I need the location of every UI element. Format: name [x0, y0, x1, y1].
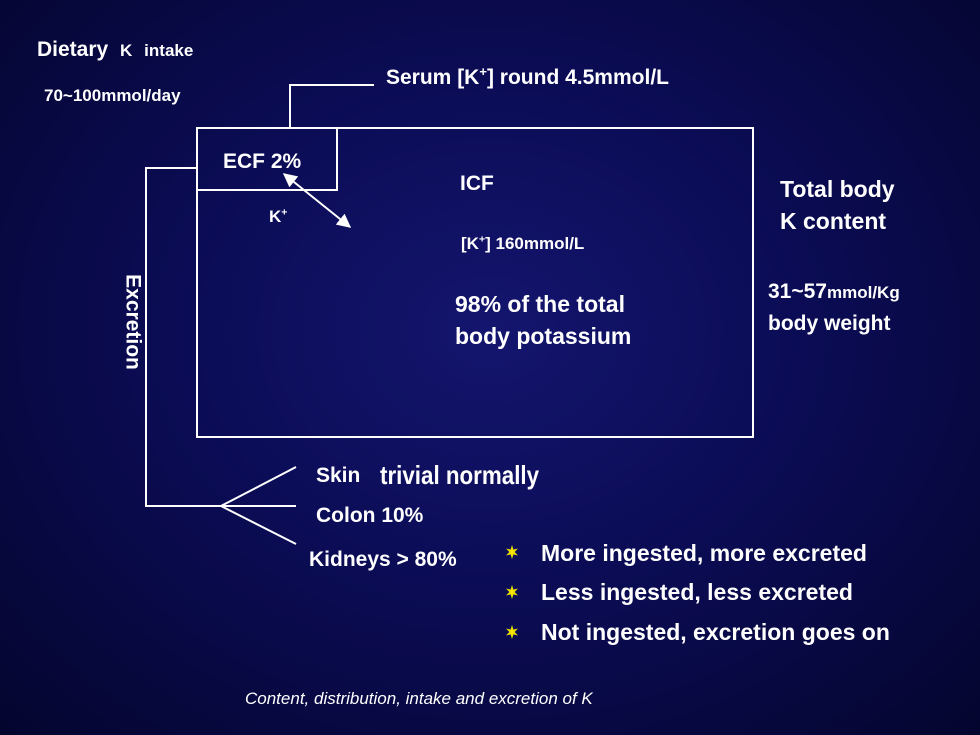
- total-amount-line2: body weight: [768, 312, 891, 335]
- serum-prefix: Serum [K: [386, 66, 480, 89]
- route-skin-note: trivial normally: [380, 460, 540, 490]
- total-amount: 31~57mmol/Kg: [768, 281, 900, 302]
- exchange-label: K+: [269, 206, 288, 226]
- icf-share-line1: 98% of the total: [455, 291, 625, 317]
- dietary-title: Dietary K intake: [37, 39, 193, 60]
- icf-concentration: [K+] 160mmol/L: [461, 233, 585, 253]
- serum-sup: +: [479, 64, 487, 79]
- excretion-line-vertical: [145, 167, 147, 507]
- kidney-point-1: More ingested, more excreted: [541, 540, 867, 566]
- serum-suffix: ] round 4.5mmol/L: [486, 66, 669, 89]
- starburst-icon: [506, 585, 518, 599]
- total-amount-unit: mmol/Kg: [826, 283, 900, 302]
- serum-connector-vertical: [289, 84, 291, 128]
- icf-conc-sup: +: [478, 233, 486, 246]
- ecf-box: [196, 127, 338, 191]
- exchange-sup: +: [281, 206, 288, 219]
- excretion-line-top: [145, 167, 197, 169]
- route-colon: Colon 10%: [316, 504, 424, 527]
- icf-conc-suffix: ] 160mmol/L: [485, 234, 585, 253]
- icf-conc-prefix: [K: [461, 234, 479, 253]
- icf-box: [196, 127, 754, 438]
- total-line2: K content: [780, 208, 887, 234]
- icf-label: ICF: [460, 172, 494, 195]
- kidney-point-3: Not ingested, excretion goes on: [541, 619, 890, 645]
- excretion-line-bottom: [145, 505, 222, 507]
- icf-share-line2: body potassium: [455, 323, 632, 349]
- ecf-label: ECF 2%: [223, 150, 302, 173]
- starburst-icon: [506, 545, 518, 559]
- dietary-k: K: [120, 41, 133, 60]
- starburst-icon: [506, 625, 518, 639]
- dietary-intake: intake: [144, 41, 194, 60]
- total-line1: Total body: [780, 176, 895, 202]
- slide-caption: Content, distribution, intake and excret…: [245, 689, 593, 708]
- serum-label: Serum [K+] round 4.5mmol/L: [386, 64, 669, 89]
- route-kidneys: Kidneys > 80%: [309, 548, 457, 571]
- dietary-word: Dietary: [37, 38, 109, 61]
- exchange-k: K: [269, 207, 282, 226]
- route-skin: Skin trivial normally: [316, 462, 565, 488]
- kidney-point-2: Less ingested, less excreted: [541, 579, 853, 605]
- total-amount-main: 31~57: [768, 280, 827, 303]
- route-skin-name: Skin: [316, 464, 361, 487]
- serum-connector-horizontal: [289, 84, 374, 86]
- dietary-amount: 70~100mmol/day: [44, 86, 181, 105]
